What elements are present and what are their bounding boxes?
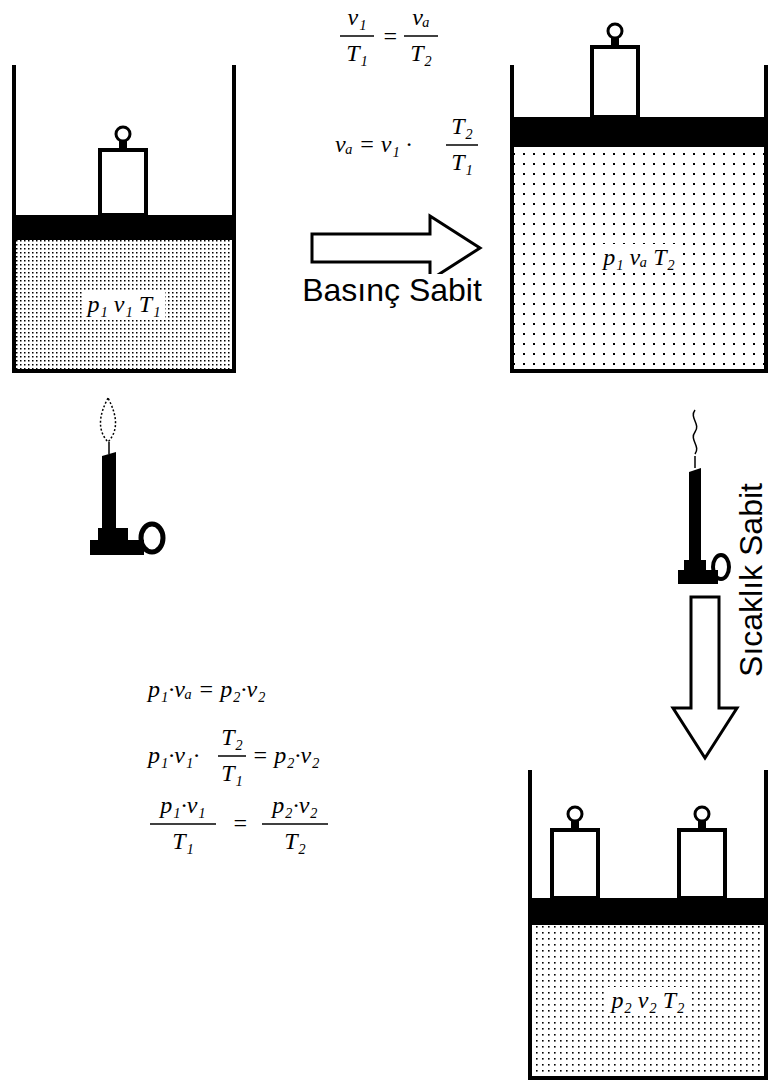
piston <box>514 117 764 147</box>
formula-term: p₁·v₁· <box>148 742 199 770</box>
fraction-bars <box>150 36 478 824</box>
formula-term: p₂·v₂ <box>272 792 317 820</box>
formula-term: T₂ <box>284 828 306 856</box>
weight-ring <box>695 807 709 821</box>
formula-term: vₐ <box>412 4 430 32</box>
wick <box>108 442 110 454</box>
weight <box>100 150 146 215</box>
formula-term: = <box>232 810 248 838</box>
fraction-bar <box>446 144 478 146</box>
weight <box>592 47 638 117</box>
formula-term: p₁·v₁ <box>160 792 205 820</box>
formula-term: T₂ <box>410 40 432 68</box>
formula-term: vₐ = v₁ · <box>335 131 412 159</box>
formula-term: = <box>382 23 398 51</box>
state-variables: p₂ v₂ T₂ <box>607 987 688 1015</box>
weight-ring <box>568 807 582 821</box>
state-variables: p₁ v₁ T₁ <box>83 291 164 319</box>
formula-term: T₁ <box>172 828 194 856</box>
lit-candle <box>90 398 163 555</box>
weight-ring <box>608 24 622 38</box>
formula-term: T₂ <box>221 724 243 752</box>
weight-ring <box>116 127 130 141</box>
weight <box>679 830 725 898</box>
candle-holder <box>98 528 128 542</box>
process-label: Basınç Sabit <box>302 274 482 306</box>
cylinder-wall <box>14 65 234 371</box>
cylinder-two <box>512 24 766 371</box>
fraction-bar <box>150 823 216 825</box>
smoke <box>693 410 696 454</box>
fraction-bar <box>262 823 328 825</box>
candle-handle <box>141 524 163 552</box>
cylinder-three <box>530 770 766 1078</box>
extinguished-candle <box>678 410 729 584</box>
formula-term: T₁ <box>346 40 368 68</box>
formula-term: T₂ <box>451 113 473 141</box>
wick <box>694 456 696 468</box>
formula-term: p₁·vₐ = p₂·v₂ <box>148 676 266 704</box>
gas-dots <box>532 925 764 1076</box>
fraction-bar <box>404 35 438 37</box>
fraction-bar <box>340 35 374 37</box>
candle-body <box>689 468 701 562</box>
weight <box>552 830 598 898</box>
process-label: Sıcaklık Sabit <box>735 483 767 677</box>
cylinder-one <box>14 65 234 371</box>
gas-region: p₁ vₐ T₂ <box>514 147 764 369</box>
process-arrow <box>673 597 737 758</box>
formula-term: v₁ <box>348 4 367 32</box>
state-variables: p₁ vₐ T₂ <box>599 244 679 272</box>
candle-handle <box>713 555 729 579</box>
fraction-bar <box>218 755 246 757</box>
candle-body <box>102 452 116 532</box>
flame <box>100 398 115 442</box>
piston <box>16 215 232 240</box>
gas-region: p₂ v₂ T₂ <box>532 925 764 1076</box>
cylinder-wall <box>530 770 766 1078</box>
process-arrow <box>312 216 480 280</box>
gas-dots <box>514 147 764 369</box>
formula-term: T₁ <box>451 149 473 177</box>
formula-term: T₁ <box>221 760 243 788</box>
candle-base <box>90 540 144 555</box>
gas-region: p₁ v₁ T₁ <box>16 240 232 369</box>
gas-dots <box>16 240 232 369</box>
piston <box>532 898 764 925</box>
formula-term: = p₂·v₂ <box>252 742 320 770</box>
